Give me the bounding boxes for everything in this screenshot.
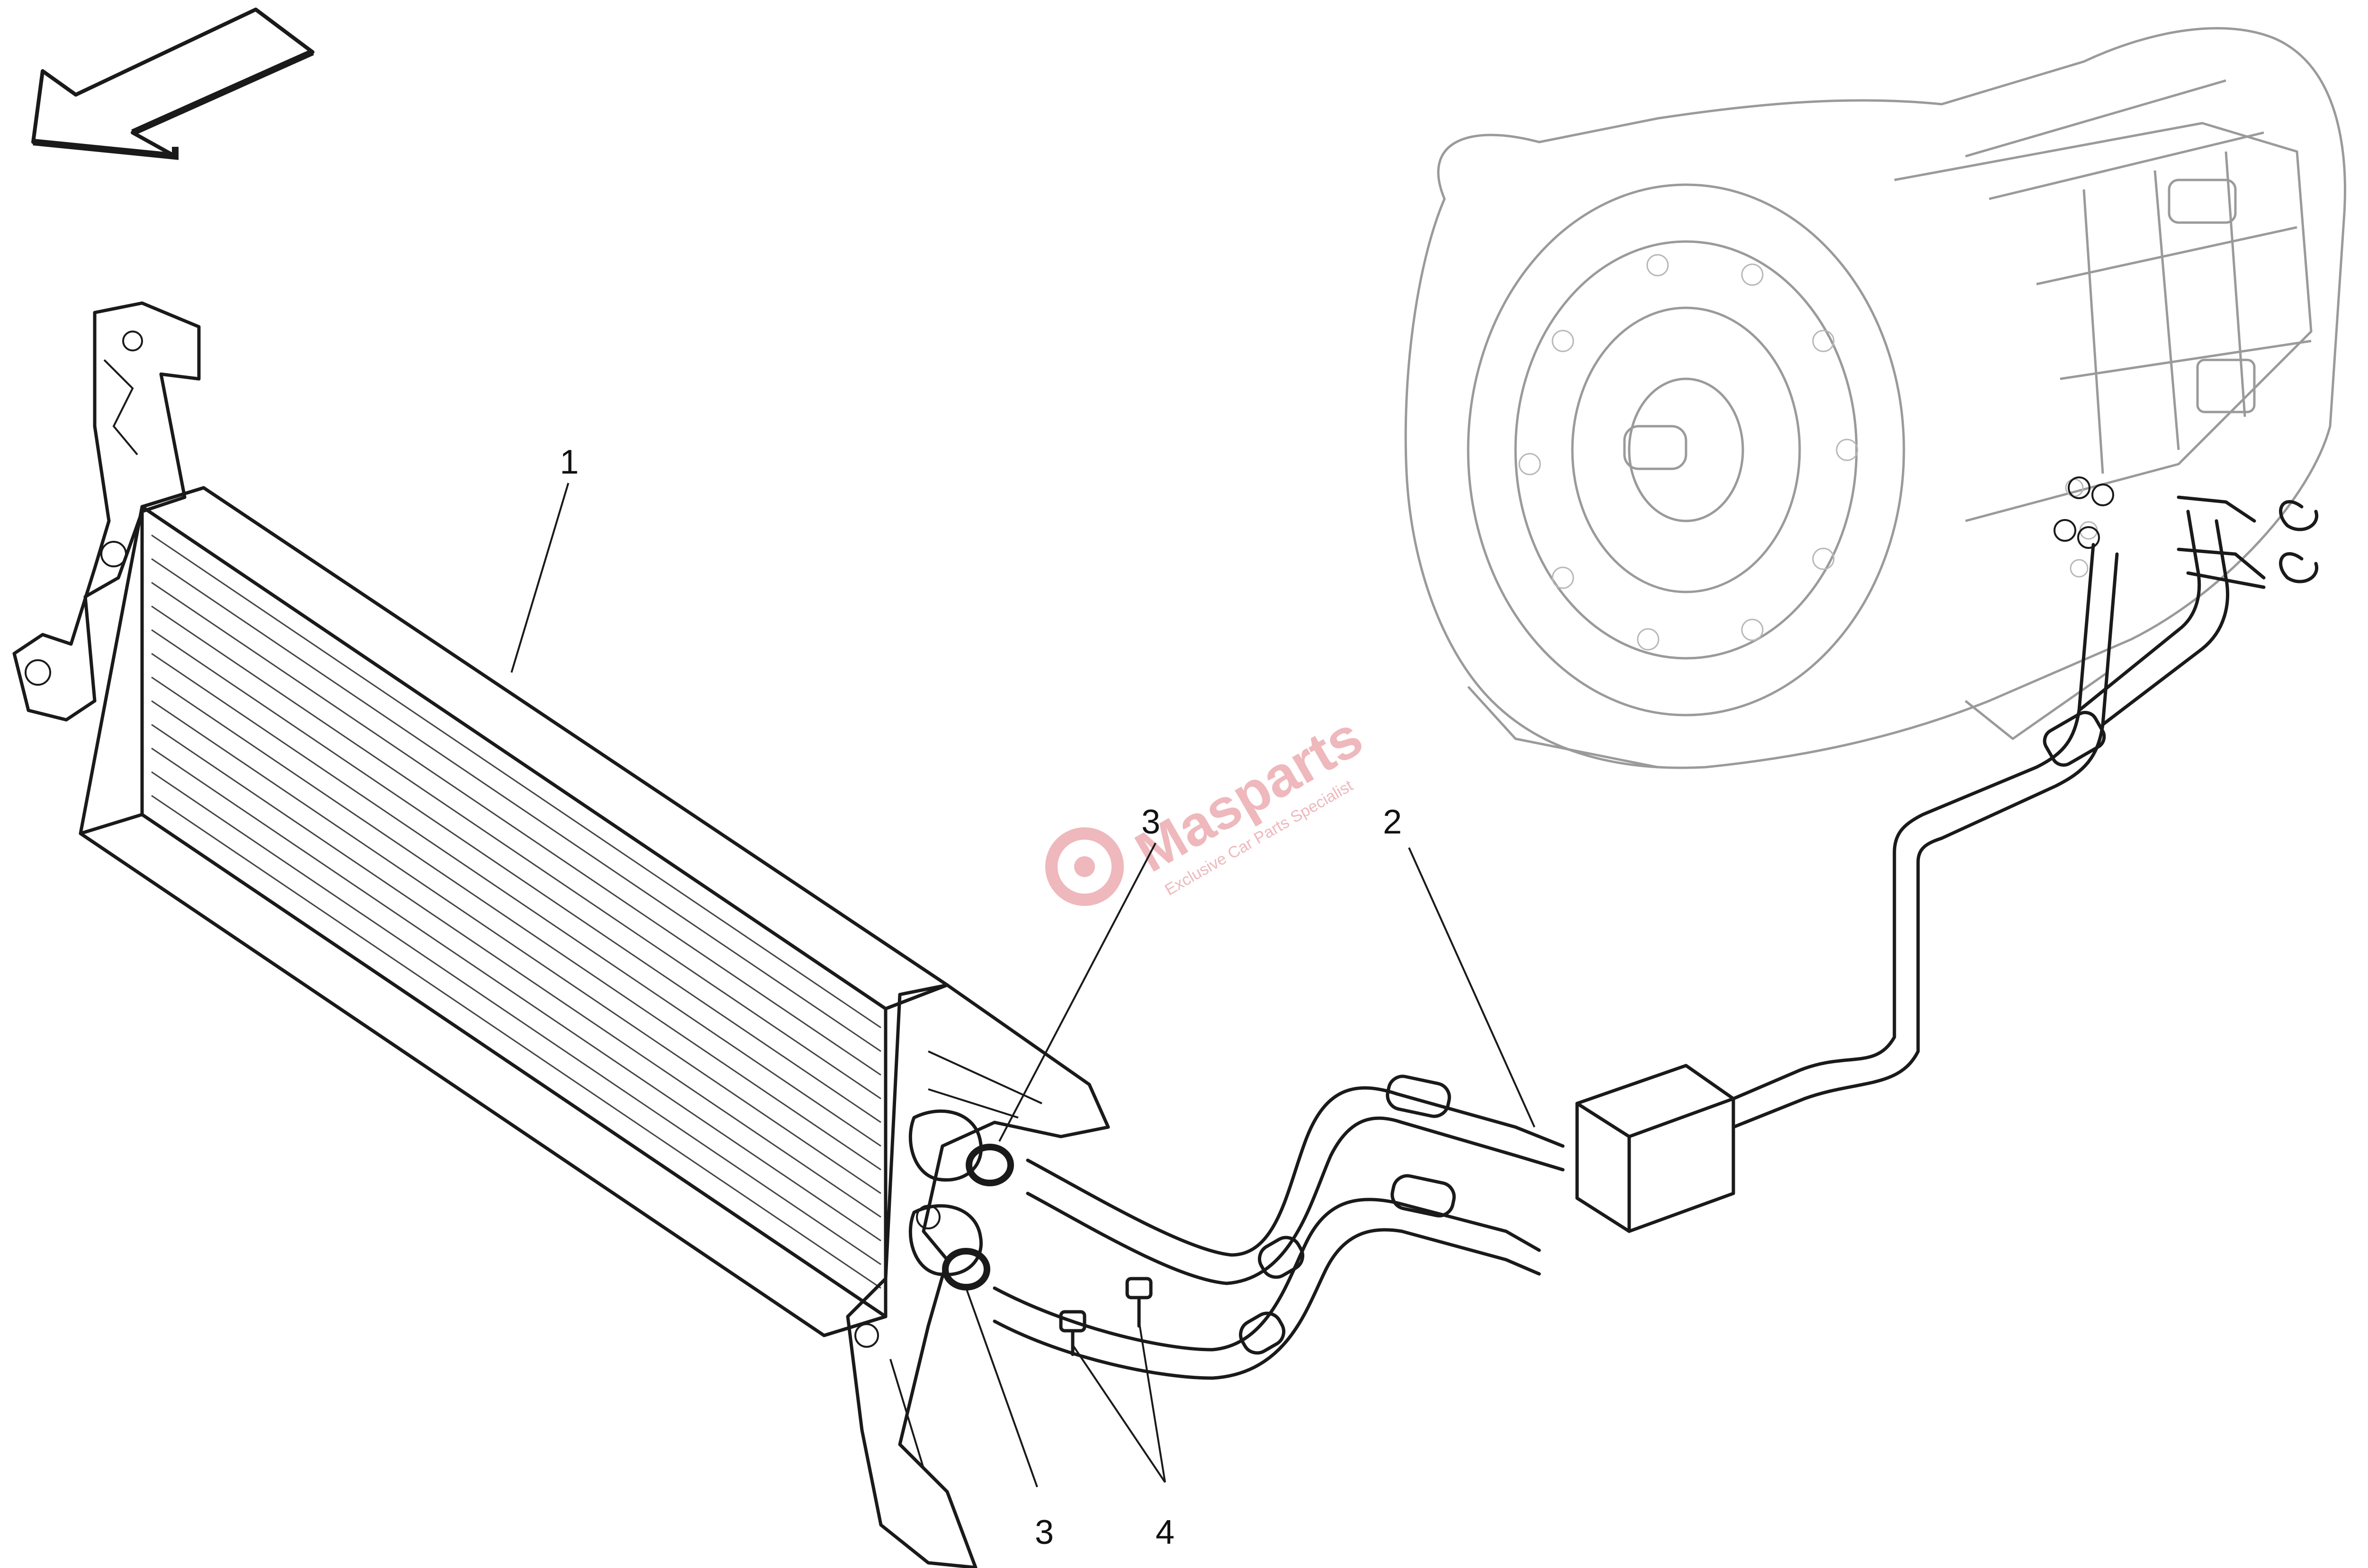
fixing-bolts <box>1059 1277 1153 1356</box>
transmission-fittings <box>2054 476 2319 589</box>
oil-cooler-pipes <box>993 510 2229 1380</box>
direction-arrow-icon <box>31 8 314 160</box>
callouts: 1 2 3 3 4 <box>511 443 1535 1551</box>
callout-3-lower: 3 <box>1035 1514 1054 1551</box>
masparts-logo-icon <box>1045 827 1124 906</box>
radiator-fins <box>151 534 881 1289</box>
o-ring-seals <box>942 1144 1014 1290</box>
callout-4: 4 <box>1156 1514 1175 1551</box>
oil-cooler-radiator <box>12 301 1110 1568</box>
callout-1: 1 <box>560 443 579 481</box>
callout-3-upper: 3 <box>1141 803 1160 841</box>
transmission-housing <box>1404 27 2346 769</box>
callout-2: 2 <box>1383 803 1402 841</box>
watermark: Masparts Exclusive Car Parts Specialist <box>1045 705 1373 906</box>
